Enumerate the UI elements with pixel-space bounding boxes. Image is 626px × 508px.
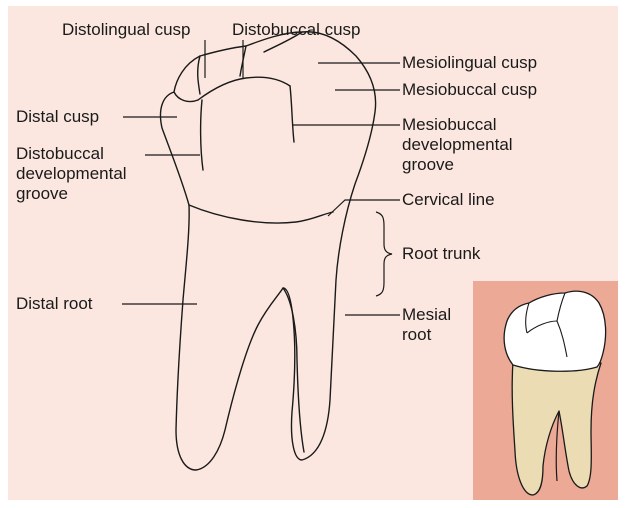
label-distal-cusp: Distal cusp	[16, 107, 99, 127]
crown-cusp-contour	[198, 77, 290, 100]
label-mesial-root-line-1: Mesial	[402, 305, 451, 325]
mesial-root-inner-line	[283, 288, 304, 452]
label-distal-root: Distal root	[16, 294, 93, 314]
inset-panel	[473, 281, 618, 500]
distal-cusp-groove	[198, 56, 200, 94]
label-distobuccal-line-3: groove	[16, 184, 127, 204]
label-distolingual-cusp: Distolingual cusp	[62, 20, 191, 40]
leader-cervical-line	[328, 200, 400, 216]
tooth-outline	[161, 32, 376, 470]
mesiobuccal-developmental-groove-path	[290, 86, 294, 142]
cervical-line-path	[189, 205, 333, 223]
label-mesiobuccal-line-3: groove	[402, 155, 513, 175]
label-mesiolingual-cusp: Mesiolingual cusp	[402, 53, 537, 73]
label-root-trunk: Root trunk	[402, 244, 480, 264]
label-mesial-root-line-2: root	[402, 325, 451, 345]
inset-tooth-illustration	[473, 281, 618, 500]
inset-crown	[504, 291, 606, 371]
label-distobuccal-line-1: Distobuccal	[16, 144, 127, 164]
inset-root-bifurcation	[556, 411, 559, 481]
label-cervical-line: Cervical line	[402, 190, 495, 210]
label-mesiobuccal-line-1: Mesiobuccal	[402, 115, 513, 135]
root-trunk-brace	[376, 212, 392, 296]
label-distobuccal-developmental-groove: Distobuccal developmental groove	[16, 144, 127, 204]
label-distobuccal-cusp: Distobuccal cusp	[232, 20, 361, 40]
label-mesiobuccal-developmental-groove: Mesiobuccal developmental groove	[402, 115, 513, 175]
label-mesiobuccal-line-2: developmental	[402, 135, 513, 155]
label-distobuccal-line-2: developmental	[16, 164, 127, 184]
distal-cusp-inner	[174, 92, 198, 102]
label-mesial-root: Mesial root	[402, 305, 451, 345]
distobuccal-developmental-groove-path	[201, 100, 203, 170]
label-mesiobuccal-cusp: Mesiobuccal cusp	[402, 80, 537, 100]
